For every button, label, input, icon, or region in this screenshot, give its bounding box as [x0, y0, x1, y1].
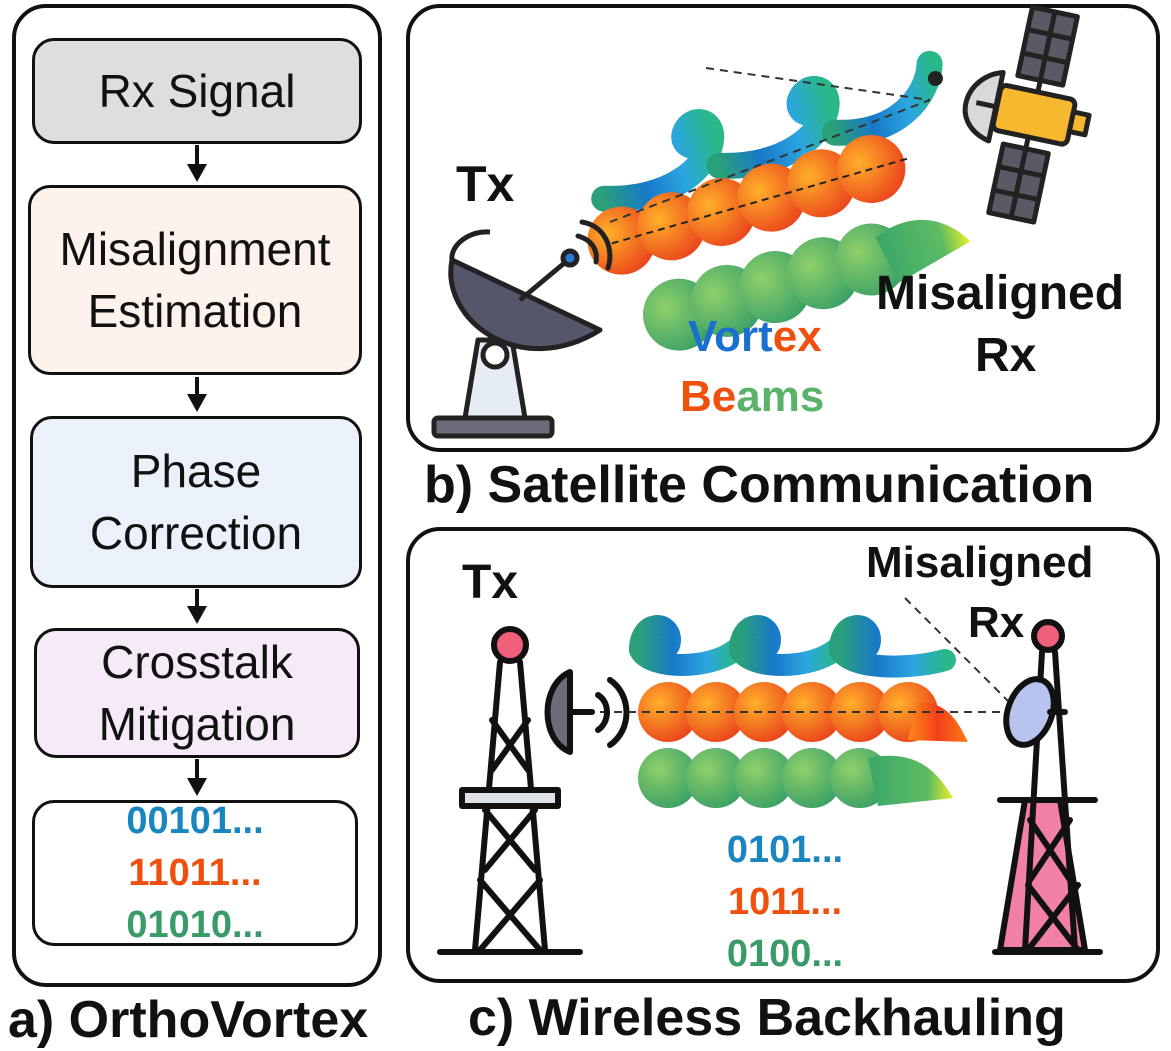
rx-signal-step: Rx Signal — [32, 38, 362, 144]
beams-word: Beams — [680, 372, 824, 422]
backhaul-bitstream-3: 0100... — [726, 933, 844, 975]
backhaul-rx-label-2: Rx — [968, 598, 1025, 647]
bitstream-2: 11011... — [128, 852, 262, 894]
output-bits-box: 00101... 11011... 01010... — [32, 800, 358, 946]
flow-arrows — [187, 145, 207, 796]
bitstream-1: 00101... — [126, 800, 264, 842]
tx-tower-icon — [437, 626, 630, 955]
crosstalk-label: Crosstalk — [101, 636, 293, 688]
blue-beam — [591, 50, 943, 212]
beams-word-green: ams — [736, 372, 825, 421]
green-beam — [643, 219, 971, 351]
misalignment-estimation-step: Misalignment Estimation — [28, 185, 362, 375]
satellite-vortex-beams — [587, 50, 971, 351]
backhaul-bitstream-2: 1011... — [727, 881, 843, 923]
panel-a-caption: a) OrthoVortex — [8, 991, 369, 1049]
backhaul-rx-label-1: Misaligned — [866, 538, 1094, 587]
ground-dish-icon — [431, 219, 613, 439]
mitigation-label: Mitigation — [98, 698, 296, 750]
rx-tower-icon — [992, 619, 1103, 955]
vortex-word-blue: Vort — [688, 312, 773, 361]
vortex-word-orange: ex — [772, 312, 822, 361]
orange-beam — [587, 134, 911, 275]
blue-beam — [629, 615, 956, 678]
rx-signal-label: Rx Signal — [98, 65, 296, 117]
phase-label: Phase — [130, 445, 262, 497]
estimation-label: Estimation — [87, 285, 303, 337]
satellite-icon — [927, 4, 1092, 225]
vortex-word: Vortex — [688, 312, 822, 362]
satellite-misalignment-lines — [609, 67, 931, 223]
green-beam — [638, 748, 953, 808]
backhaul-bitstream-1: 0101... — [726, 829, 844, 871]
beams-word-orange: Be — [680, 372, 737, 421]
bitstream-3: 01010... — [126, 904, 264, 946]
backhaul-misalignment-lines — [600, 597, 1013, 713]
satellite-tx-label: Tx — [456, 156, 515, 212]
phase-correction-step: Phase Correction — [30, 416, 362, 588]
correction-label: Correction — [89, 507, 303, 559]
backhaul-bits: 0101... 1011... 0100... — [700, 824, 870, 980]
panel-b-caption: b) Satellite Communication — [424, 456, 1095, 514]
backhaul-tx-label: Tx — [462, 556, 519, 609]
satellite-rx-label-1: Misaligned — [876, 267, 1125, 320]
panel-c-caption: c) Wireless Backhauling — [468, 989, 1066, 1047]
crosstalk-mitigation-step: Crosstalk Mitigation — [34, 628, 360, 758]
misalignment-label: Misalignment — [59, 223, 331, 275]
backhaul-vortex-beams — [629, 615, 968, 808]
satellite-rx-label-2: Rx — [975, 329, 1037, 382]
